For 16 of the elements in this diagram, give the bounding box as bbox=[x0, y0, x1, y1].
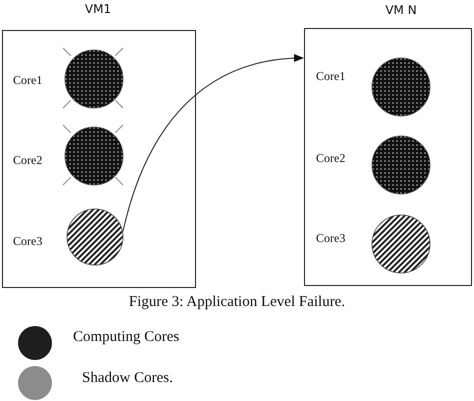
core-label: Core3 bbox=[316, 231, 346, 246]
shadow-core-circle bbox=[371, 214, 431, 274]
core-label: Core1 bbox=[13, 73, 42, 88]
core-circle bbox=[371, 135, 431, 195]
core-label: Core3 bbox=[13, 234, 42, 249]
figure-caption: Figure 3: Application Level Failure. bbox=[128, 294, 346, 310]
core-label: Core2 bbox=[316, 151, 346, 166]
core-label: Core1 bbox=[316, 69, 346, 84]
shadow-core-circle bbox=[66, 207, 124, 267]
vm-title: VM N bbox=[385, 3, 417, 17]
curved-arrow bbox=[122, 54, 304, 232]
vm-title: VM1 bbox=[84, 2, 112, 16]
legend-label: Shadow Cores. bbox=[82, 370, 173, 387]
legend-label: Computing Cores bbox=[73, 329, 180, 346]
core-label: Core2 bbox=[13, 153, 42, 168]
core-circle bbox=[371, 57, 431, 117]
